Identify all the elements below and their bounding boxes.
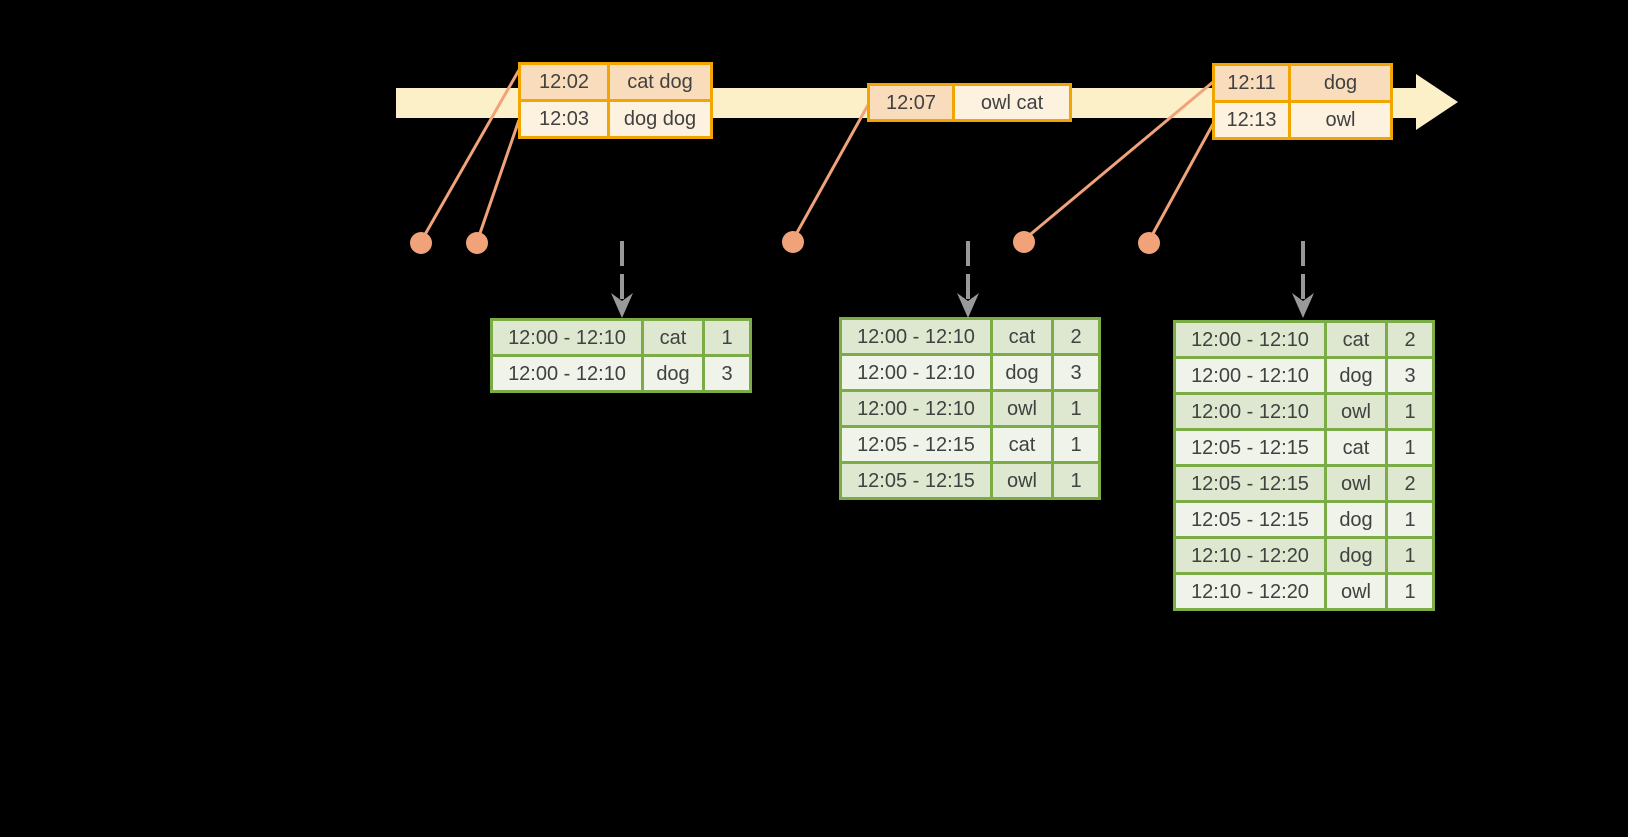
event-dot xyxy=(1138,232,1160,254)
word-cell: cat xyxy=(993,428,1051,461)
event-time-cell: 12:11 xyxy=(1215,66,1288,100)
event-words-cell: owl cat xyxy=(955,86,1069,119)
window-cell: 12:10 - 12:20 xyxy=(1176,575,1324,608)
event-time-cell: 12:07 xyxy=(870,86,952,119)
event-words-cell: dog dog xyxy=(610,102,710,136)
count-cell: 3 xyxy=(1054,356,1098,389)
window-cell: 12:05 - 12:15 xyxy=(842,464,990,497)
event-connector-line xyxy=(476,119,521,240)
event-table-1202: 12:02 cat dog 12:03 dog dog xyxy=(518,62,713,139)
word-cell: owl xyxy=(1327,575,1385,608)
event-dot xyxy=(1013,231,1035,253)
word-cell: cat xyxy=(993,320,1051,353)
word-cell: dog xyxy=(644,357,702,390)
count-cell: 1 xyxy=(1388,539,1432,572)
event-time-cell: 12:03 xyxy=(521,102,607,136)
count-cell: 1 xyxy=(1388,395,1432,428)
event-table-1207: 12:07 owl cat xyxy=(867,83,1072,122)
word-cell: cat xyxy=(1327,431,1385,464)
window-cell: 12:05 - 12:15 xyxy=(1176,431,1324,464)
window-cell: 12:00 - 12:10 xyxy=(842,356,990,389)
event-time-cell: 12:02 xyxy=(521,65,607,99)
count-cell: 1 xyxy=(705,321,749,354)
count-cell: 3 xyxy=(705,357,749,390)
count-cell: 1 xyxy=(1054,428,1098,461)
word-cell: owl xyxy=(993,464,1051,497)
word-cell: dog xyxy=(1327,503,1385,536)
word-cell: owl xyxy=(1327,395,1385,428)
count-cell: 2 xyxy=(1054,320,1098,353)
event-dot xyxy=(466,232,488,254)
count-cell: 2 xyxy=(1388,467,1432,500)
event-words-cell: dog xyxy=(1291,66,1390,100)
result-table-1: 12:00 - 12:10 cat 1 12:00 - 12:10 dog 3 xyxy=(490,318,752,393)
count-cell: 1 xyxy=(1388,575,1432,608)
count-cell: 2 xyxy=(1388,323,1432,356)
window-cell: 12:00 - 12:10 xyxy=(842,320,990,353)
word-cell: dog xyxy=(993,356,1051,389)
event-connector-line xyxy=(1148,123,1215,240)
count-cell: 1 xyxy=(1388,431,1432,464)
event-connector-line xyxy=(792,104,870,239)
result-table-2: 12:00 - 12:10 cat 2 12:00 - 12:10 dog 3 … xyxy=(839,317,1101,500)
trigger-down-arrow-icon xyxy=(611,241,633,318)
result-table-3: 12:00 - 12:10 cat 2 12:00 - 12:10 dog 3 … xyxy=(1173,320,1435,611)
event-words-cell: owl xyxy=(1291,103,1390,137)
event-connector-line xyxy=(421,69,521,239)
window-cell: 12:00 - 12:10 xyxy=(493,321,641,354)
window-cell: 12:05 - 12:15 xyxy=(1176,503,1324,536)
event-connector-line xyxy=(1025,80,1214,240)
window-cell: 12:00 - 12:10 xyxy=(842,392,990,425)
word-cell: owl xyxy=(993,392,1051,425)
window-cell: 12:00 - 12:10 xyxy=(1176,359,1324,392)
word-cell: dog xyxy=(1327,539,1385,572)
event-table-1211: 12:11 dog 12:13 owl xyxy=(1212,63,1393,140)
count-cell: 1 xyxy=(1054,464,1098,497)
event-dot xyxy=(782,231,804,253)
window-cell: 12:05 - 12:15 xyxy=(1176,467,1324,500)
word-cell: dog xyxy=(1327,359,1385,392)
window-cell: 12:00 - 12:10 xyxy=(493,357,641,390)
event-words-cell: cat dog xyxy=(610,65,710,99)
window-cell: 12:00 - 12:10 xyxy=(1176,323,1324,356)
trigger-down-arrow-icon xyxy=(957,241,979,318)
event-dot xyxy=(410,232,432,254)
word-cell: cat xyxy=(1327,323,1385,356)
word-cell: cat xyxy=(644,321,702,354)
timeline-arrowhead-icon xyxy=(1416,74,1458,130)
count-cell: 1 xyxy=(1388,503,1432,536)
count-cell: 3 xyxy=(1388,359,1432,392)
window-cell: 12:10 - 12:20 xyxy=(1176,539,1324,572)
trigger-down-arrow-icon xyxy=(1292,241,1314,318)
window-cell: 12:05 - 12:15 xyxy=(842,428,990,461)
window-cell: 12:00 - 12:10 xyxy=(1176,395,1324,428)
word-cell: owl xyxy=(1327,467,1385,500)
event-time-cell: 12:13 xyxy=(1215,103,1288,137)
count-cell: 1 xyxy=(1054,392,1098,425)
